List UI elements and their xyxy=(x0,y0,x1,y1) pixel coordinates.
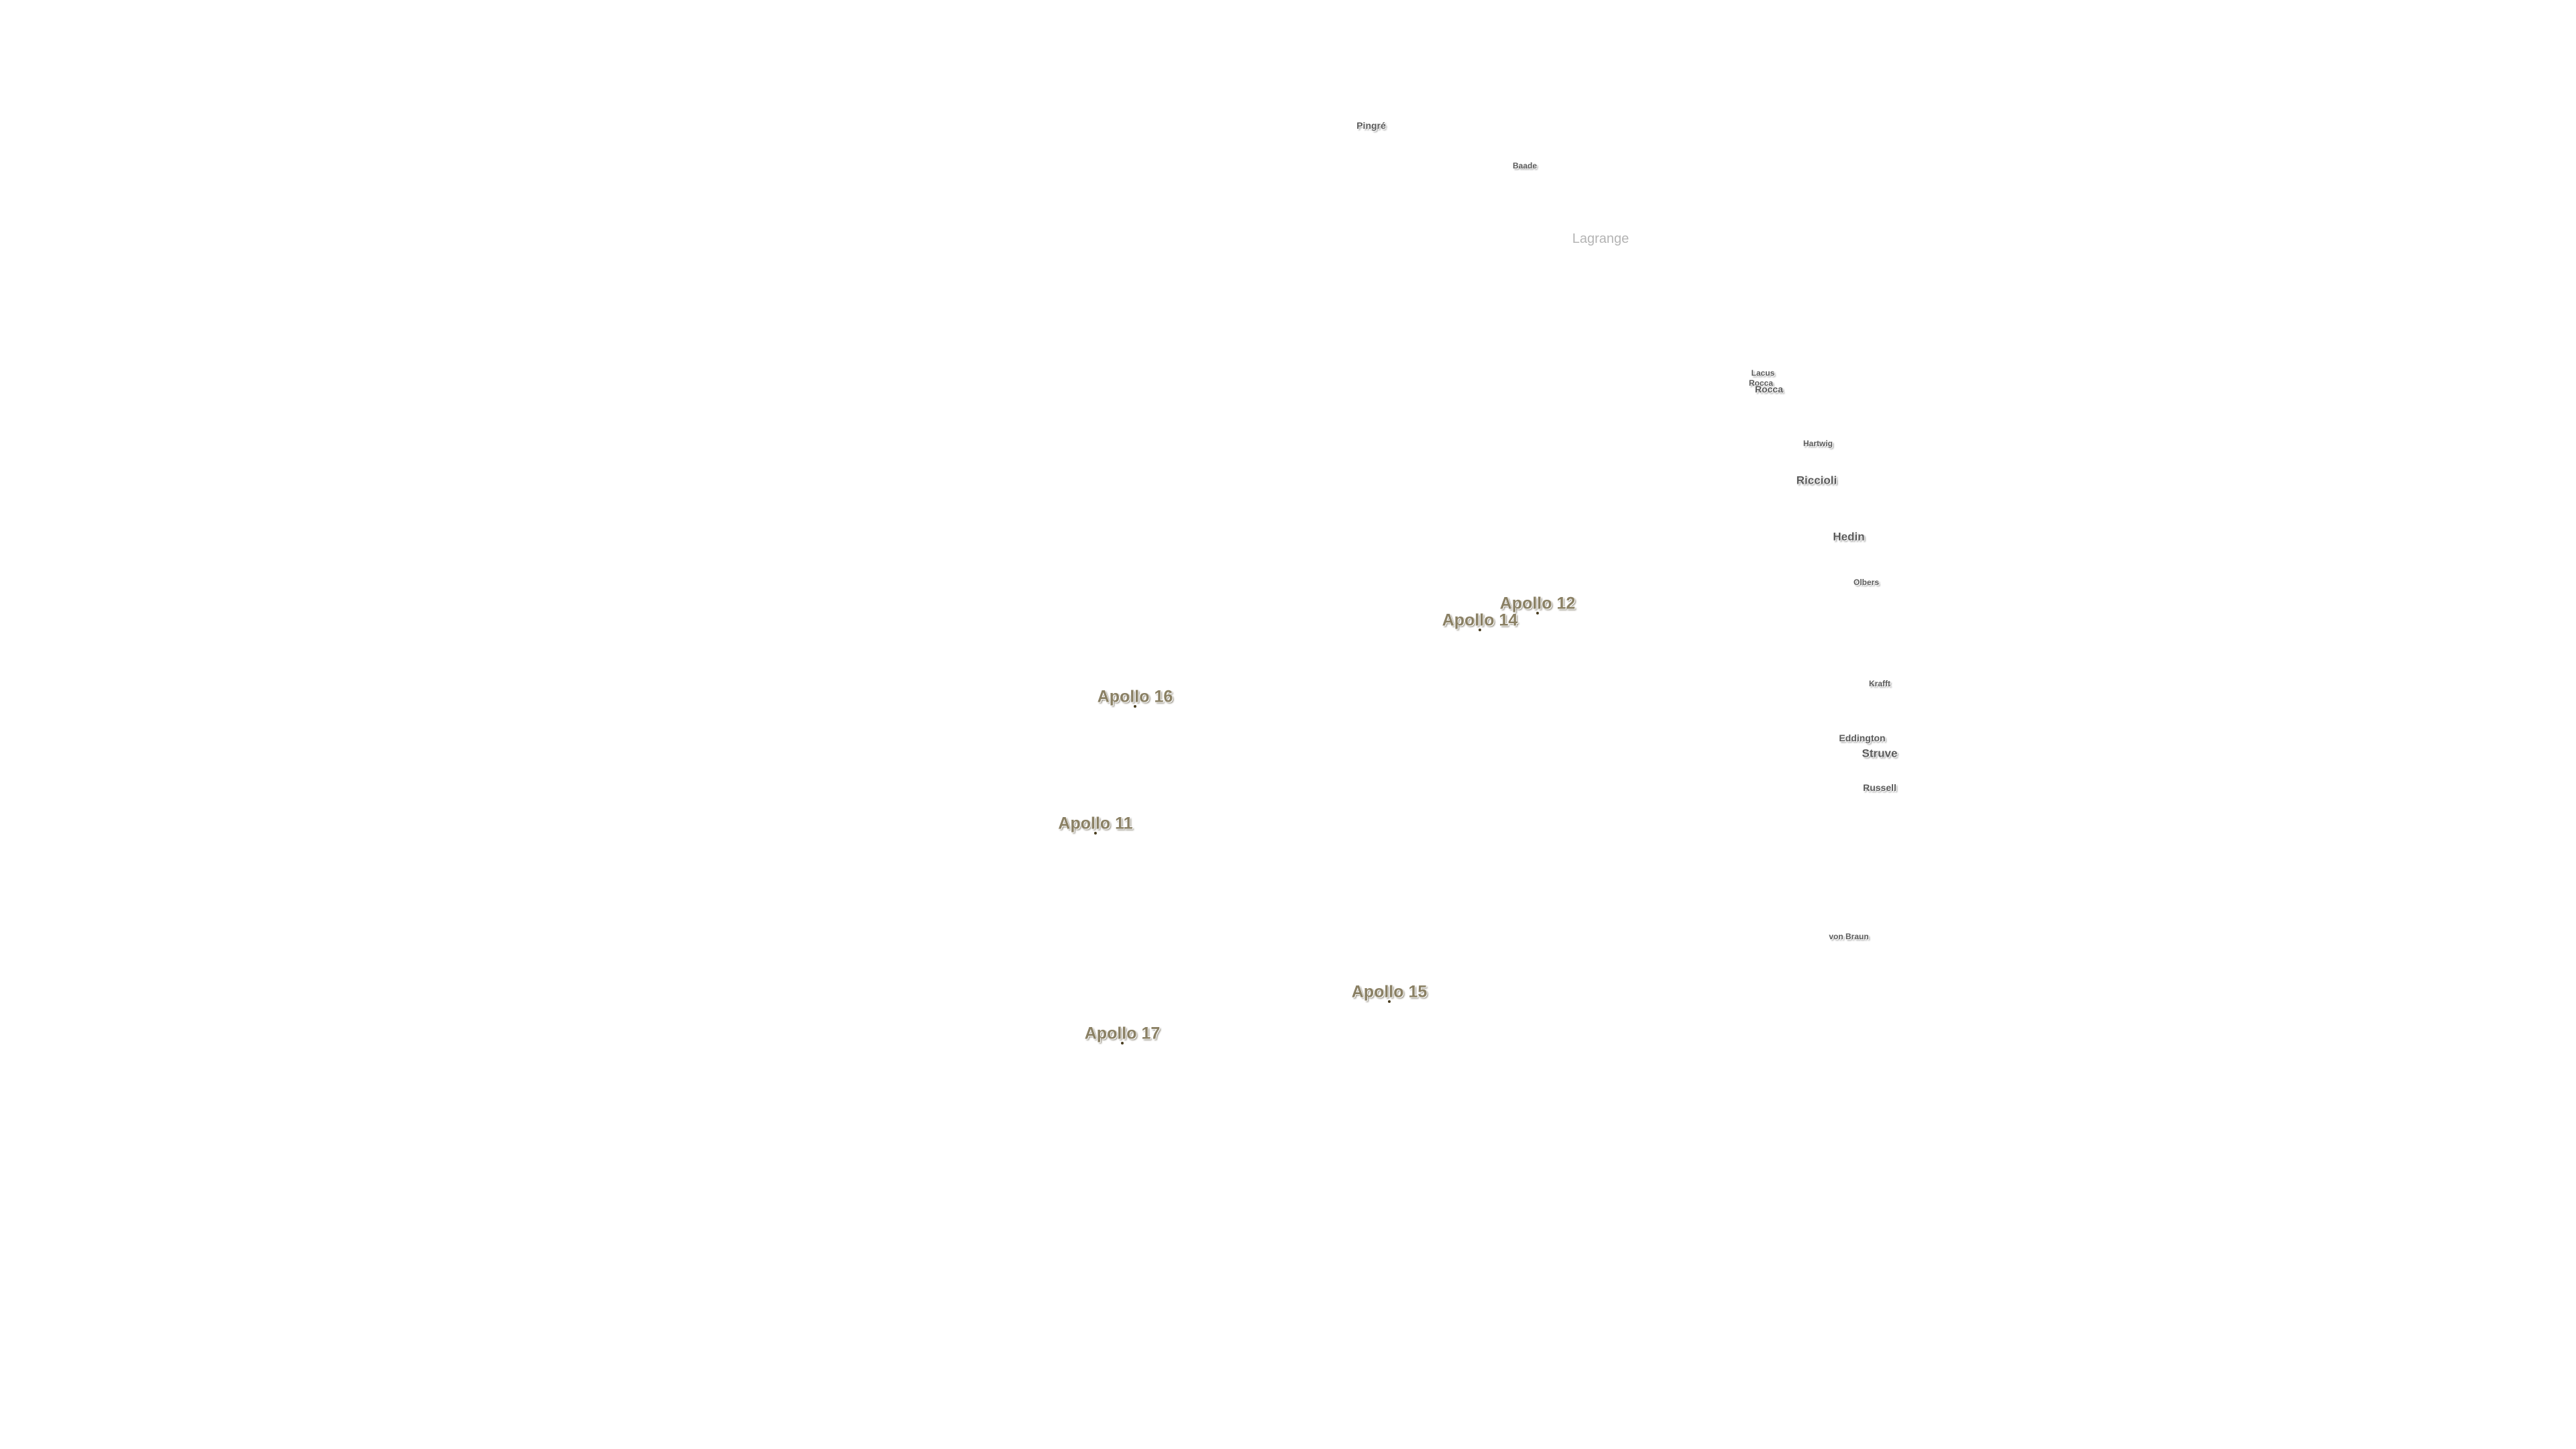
apollo-17-site-marker[interactable] xyxy=(1121,1042,1124,1044)
apollo-15-site-marker[interactable] xyxy=(1388,1000,1391,1003)
crater-label-lagrange[interactable]: Lagrange xyxy=(1572,231,1629,246)
apollo-12-label[interactable]: Apollo 12 xyxy=(1499,594,1576,613)
crater-label-pingre[interactable]: Pingré xyxy=(1356,120,1386,131)
apollo-17-label[interactable]: Apollo 17 xyxy=(1084,1024,1161,1043)
apollo-11-label[interactable]: Apollo 11 xyxy=(1058,814,1133,833)
crater-label-krafft[interactable]: Krafft xyxy=(1869,679,1890,688)
apollo-14-label[interactable]: Apollo 14 xyxy=(1442,610,1518,630)
apollo-15-label[interactable]: Apollo 15 xyxy=(1351,982,1428,1002)
crater-label-olbers[interactable]: Olbers xyxy=(1853,578,1880,587)
crater-label-struve[interactable]: Struve xyxy=(1862,747,1898,760)
apollo-11-site-marker[interactable] xyxy=(1094,832,1097,835)
crater-label-baade[interactable]: Baade xyxy=(1512,161,1538,170)
crater-label-rocca-a[interactable]: Rocca xyxy=(1748,378,1774,388)
apollo-12-site-marker[interactable] xyxy=(1536,612,1539,614)
crater-label-eddington[interactable]: Eddington xyxy=(1839,733,1886,743)
apollo-14-site-marker[interactable] xyxy=(1479,629,1481,631)
crater-label-hedin[interactable]: Hedin xyxy=(1833,530,1865,543)
apollo-16-label[interactable]: Apollo 16 xyxy=(1097,687,1173,706)
crater-label-rocca[interactable]: Rocca xyxy=(1754,384,1784,394)
crater-label-russell[interactable]: Russell xyxy=(1863,782,1896,793)
crater-label-riccioli[interactable]: Riccioli xyxy=(1796,474,1837,487)
crater-label-hartwig[interactable]: Hartwig xyxy=(1803,439,1833,448)
crater-label-lacus[interactable]: Lacus xyxy=(1751,368,1775,378)
crater-label-von-braun[interactable]: von Braun xyxy=(1829,932,1869,941)
apollo-16-site-marker[interactable] xyxy=(1134,705,1136,708)
